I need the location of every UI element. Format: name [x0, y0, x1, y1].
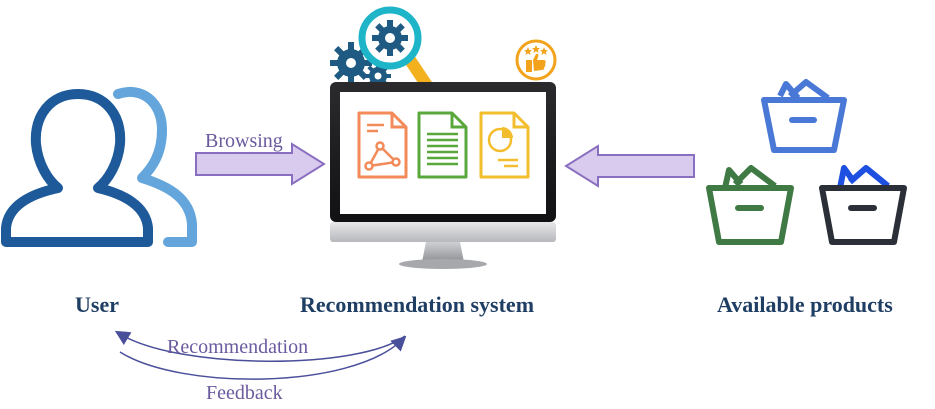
recommendation-label: Recommendation	[167, 336, 309, 358]
feedback-arc	[119, 335, 407, 380]
basket-icon	[761, 79, 847, 153]
feedback-loop-arrows	[114, 330, 407, 380]
magnifier-gear-icon	[372, 20, 408, 56]
document-text-icon	[417, 111, 468, 179]
recommendation-arc	[114, 330, 406, 362]
browsing-label: Browsing	[205, 130, 283, 152]
basket-icon-green	[706, 165, 794, 245]
products-arrow	[564, 144, 695, 188]
user-silhouette-back	[113, 87, 197, 247]
products-caption: Available products	[717, 292, 893, 317]
feedback-label: Feedback	[206, 382, 283, 404]
browsing-arrow	[195, 142, 326, 186]
document-pie-icon	[479, 111, 530, 179]
user-group-icon	[1, 87, 197, 247]
system-caption: Recommendation system	[300, 292, 535, 317]
user-silhouette-front	[1, 89, 153, 247]
rating-badge-icon	[515, 39, 557, 81]
magnifier-icon	[358, 6, 440, 102]
user-caption: User	[75, 292, 119, 317]
document-chart-icon	[357, 111, 408, 179]
basket-icon-dark	[819, 165, 907, 245]
